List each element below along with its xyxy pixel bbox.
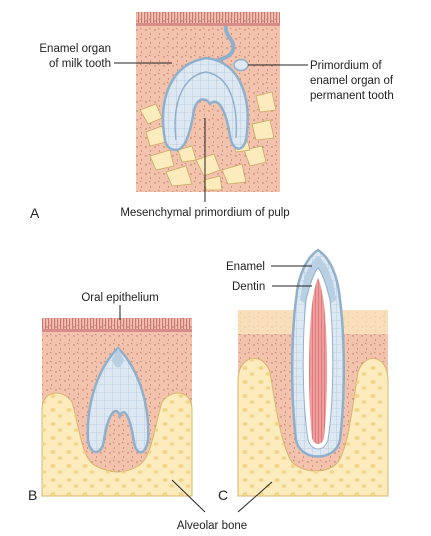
panel-a-inner-enamel-epithelium: [174, 71, 238, 141]
panel-a-enamel-organ: [161, 56, 249, 152]
panel-b-epithelium-base: [42, 329, 192, 332]
panel-c: Enamel Dentin C: [218, 248, 389, 503]
label-pulp: Mesenchymal primordium of pulp: [120, 207, 289, 219]
leader-alveolar-bone-b: [171, 479, 206, 513]
panel-b-oral-epithelium: [42, 318, 192, 332]
panel-b-tooth-germ: [86, 346, 150, 454]
label-alveolar-bone: Alveolar bone: [177, 520, 247, 532]
panel-letter-b: B: [28, 487, 37, 503]
label-primordium-line1: Primordium of: [310, 60, 382, 72]
panel-b-bone-texture: [42, 392, 192, 496]
label-primordium-line2: enamel organ of: [310, 75, 394, 87]
panel-letter-a: A: [30, 205, 40, 221]
panel-c-enamel: [300, 256, 336, 304]
panel-c-pulp: [309, 278, 327, 444]
panel-b-enamel-cap: [112, 348, 124, 368]
panel-a-oral-epithelium: [136, 12, 280, 26]
label-oral-epithelium: Oral epithelium: [81, 292, 158, 304]
label-primordium-line3: permanent tooth: [310, 90, 394, 102]
panel-a-epithelium-base: [136, 23, 280, 26]
panel-a: Enamel organ of milk tooth Primordium of…: [30, 12, 394, 221]
label-dentin: Dentin: [232, 281, 265, 293]
panel-a-permanent-primordium: [233, 58, 249, 72]
panel-b: Oral epithelium B: [28, 292, 193, 503]
leader-alveolar-bone-c: [237, 481, 273, 513]
panel-letter-c: C: [218, 487, 228, 503]
panel-a-dental-lamina: [213, 25, 236, 64]
label-enamel-organ-line1: Enamel organ: [39, 43, 111, 55]
label-enamel: Enamel: [226, 261, 265, 273]
label-enamel-organ-line2: of milk tooth: [49, 58, 111, 70]
panel-c-bone-texture: [238, 358, 388, 496]
panel-a-bone-islands: [139, 91, 277, 191]
